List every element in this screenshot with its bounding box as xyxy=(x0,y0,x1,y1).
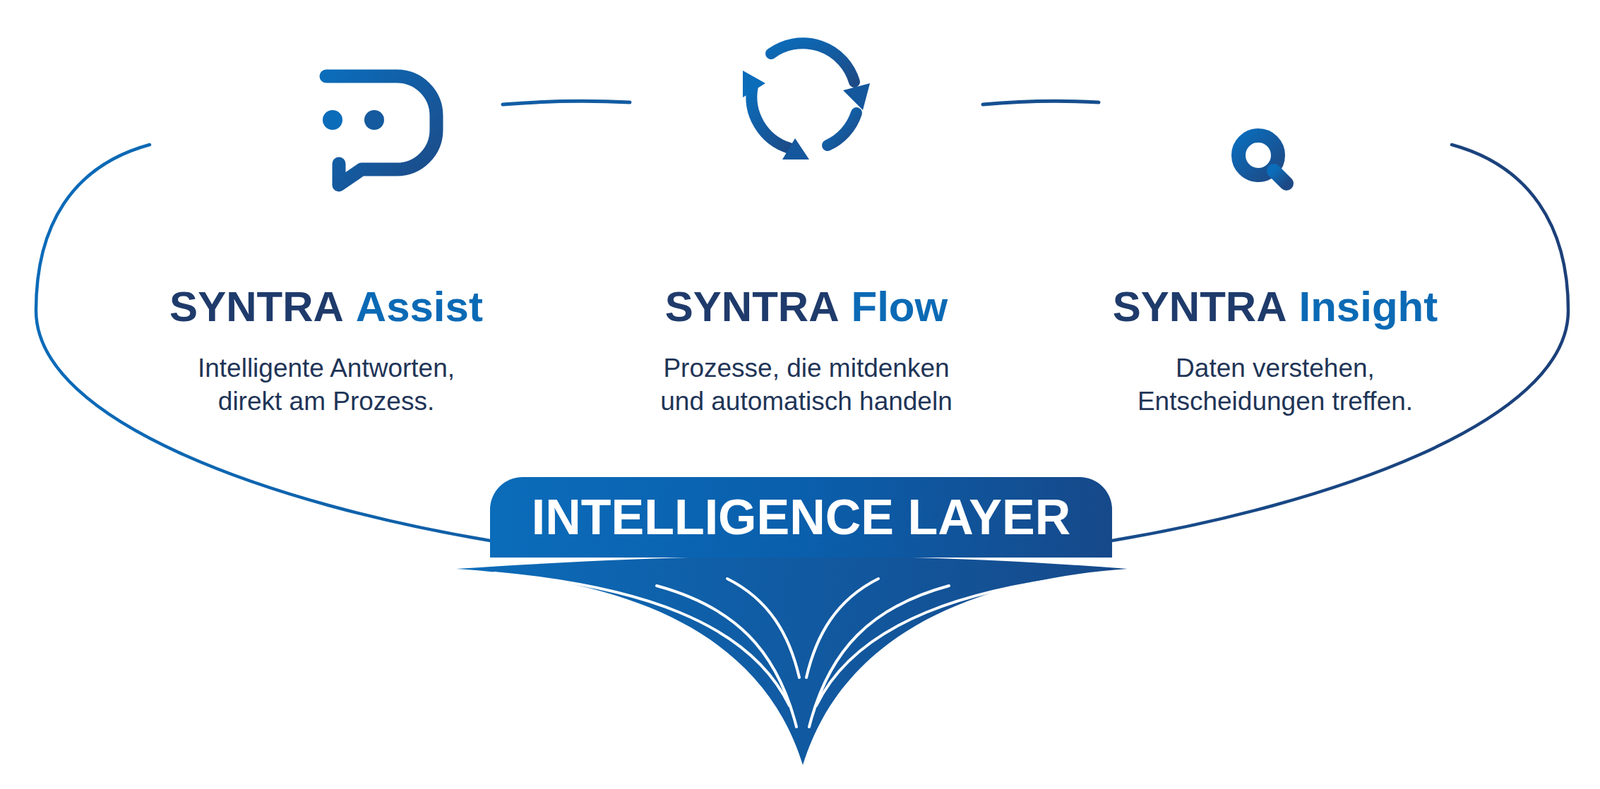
product-module: SYNTRAInsightDaten verstehen, Entscheidu… xyxy=(1098,63,1452,424)
product-name: Assist xyxy=(355,282,483,332)
chat-icon xyxy=(326,76,437,185)
module-description: Daten verstehen, Entscheidungen treffen. xyxy=(1119,351,1431,419)
chat-dot xyxy=(322,110,343,130)
cycle-arrowhead xyxy=(742,70,766,98)
product-name: Insight xyxy=(1299,282,1439,332)
loop-connector xyxy=(1112,144,1569,541)
loop-connector xyxy=(982,100,1099,105)
product-module: SYNTRAAssistIntelligente Antworten, dire… xyxy=(149,63,503,424)
product-name: Flow xyxy=(851,282,949,332)
module-description: Prozesse, die mitdenken und automatisch … xyxy=(651,351,962,419)
flourish-detail xyxy=(494,573,1112,728)
cycle-icon xyxy=(751,43,857,149)
analytics-icon xyxy=(1180,72,1287,184)
brand-name: SYNTRA xyxy=(1112,282,1288,332)
loop-connector xyxy=(502,100,630,105)
cycle-arrowhead xyxy=(843,83,870,111)
product-module: SYNTRAFlowProzesse, die mitdenken und au… xyxy=(629,63,983,424)
band-flourish xyxy=(456,556,1128,766)
module-description: Intelligente Antworten, direkt am Prozes… xyxy=(170,351,482,419)
band-label: INTELLIGENCE LAYER xyxy=(531,489,1072,546)
module-title: SYNTRAInsight xyxy=(1098,282,1452,332)
layer-band: INTELLIGENCE LAYER xyxy=(490,477,1113,558)
chat-dot xyxy=(364,110,385,130)
loop-connector xyxy=(36,144,491,541)
module-title: SYNTRAFlow xyxy=(629,282,983,332)
cycle-arrowhead xyxy=(782,138,810,160)
brand-name: SYNTRA xyxy=(169,282,344,332)
brand-name: SYNTRA xyxy=(665,282,840,332)
module-title: SYNTRAAssist xyxy=(149,282,503,332)
